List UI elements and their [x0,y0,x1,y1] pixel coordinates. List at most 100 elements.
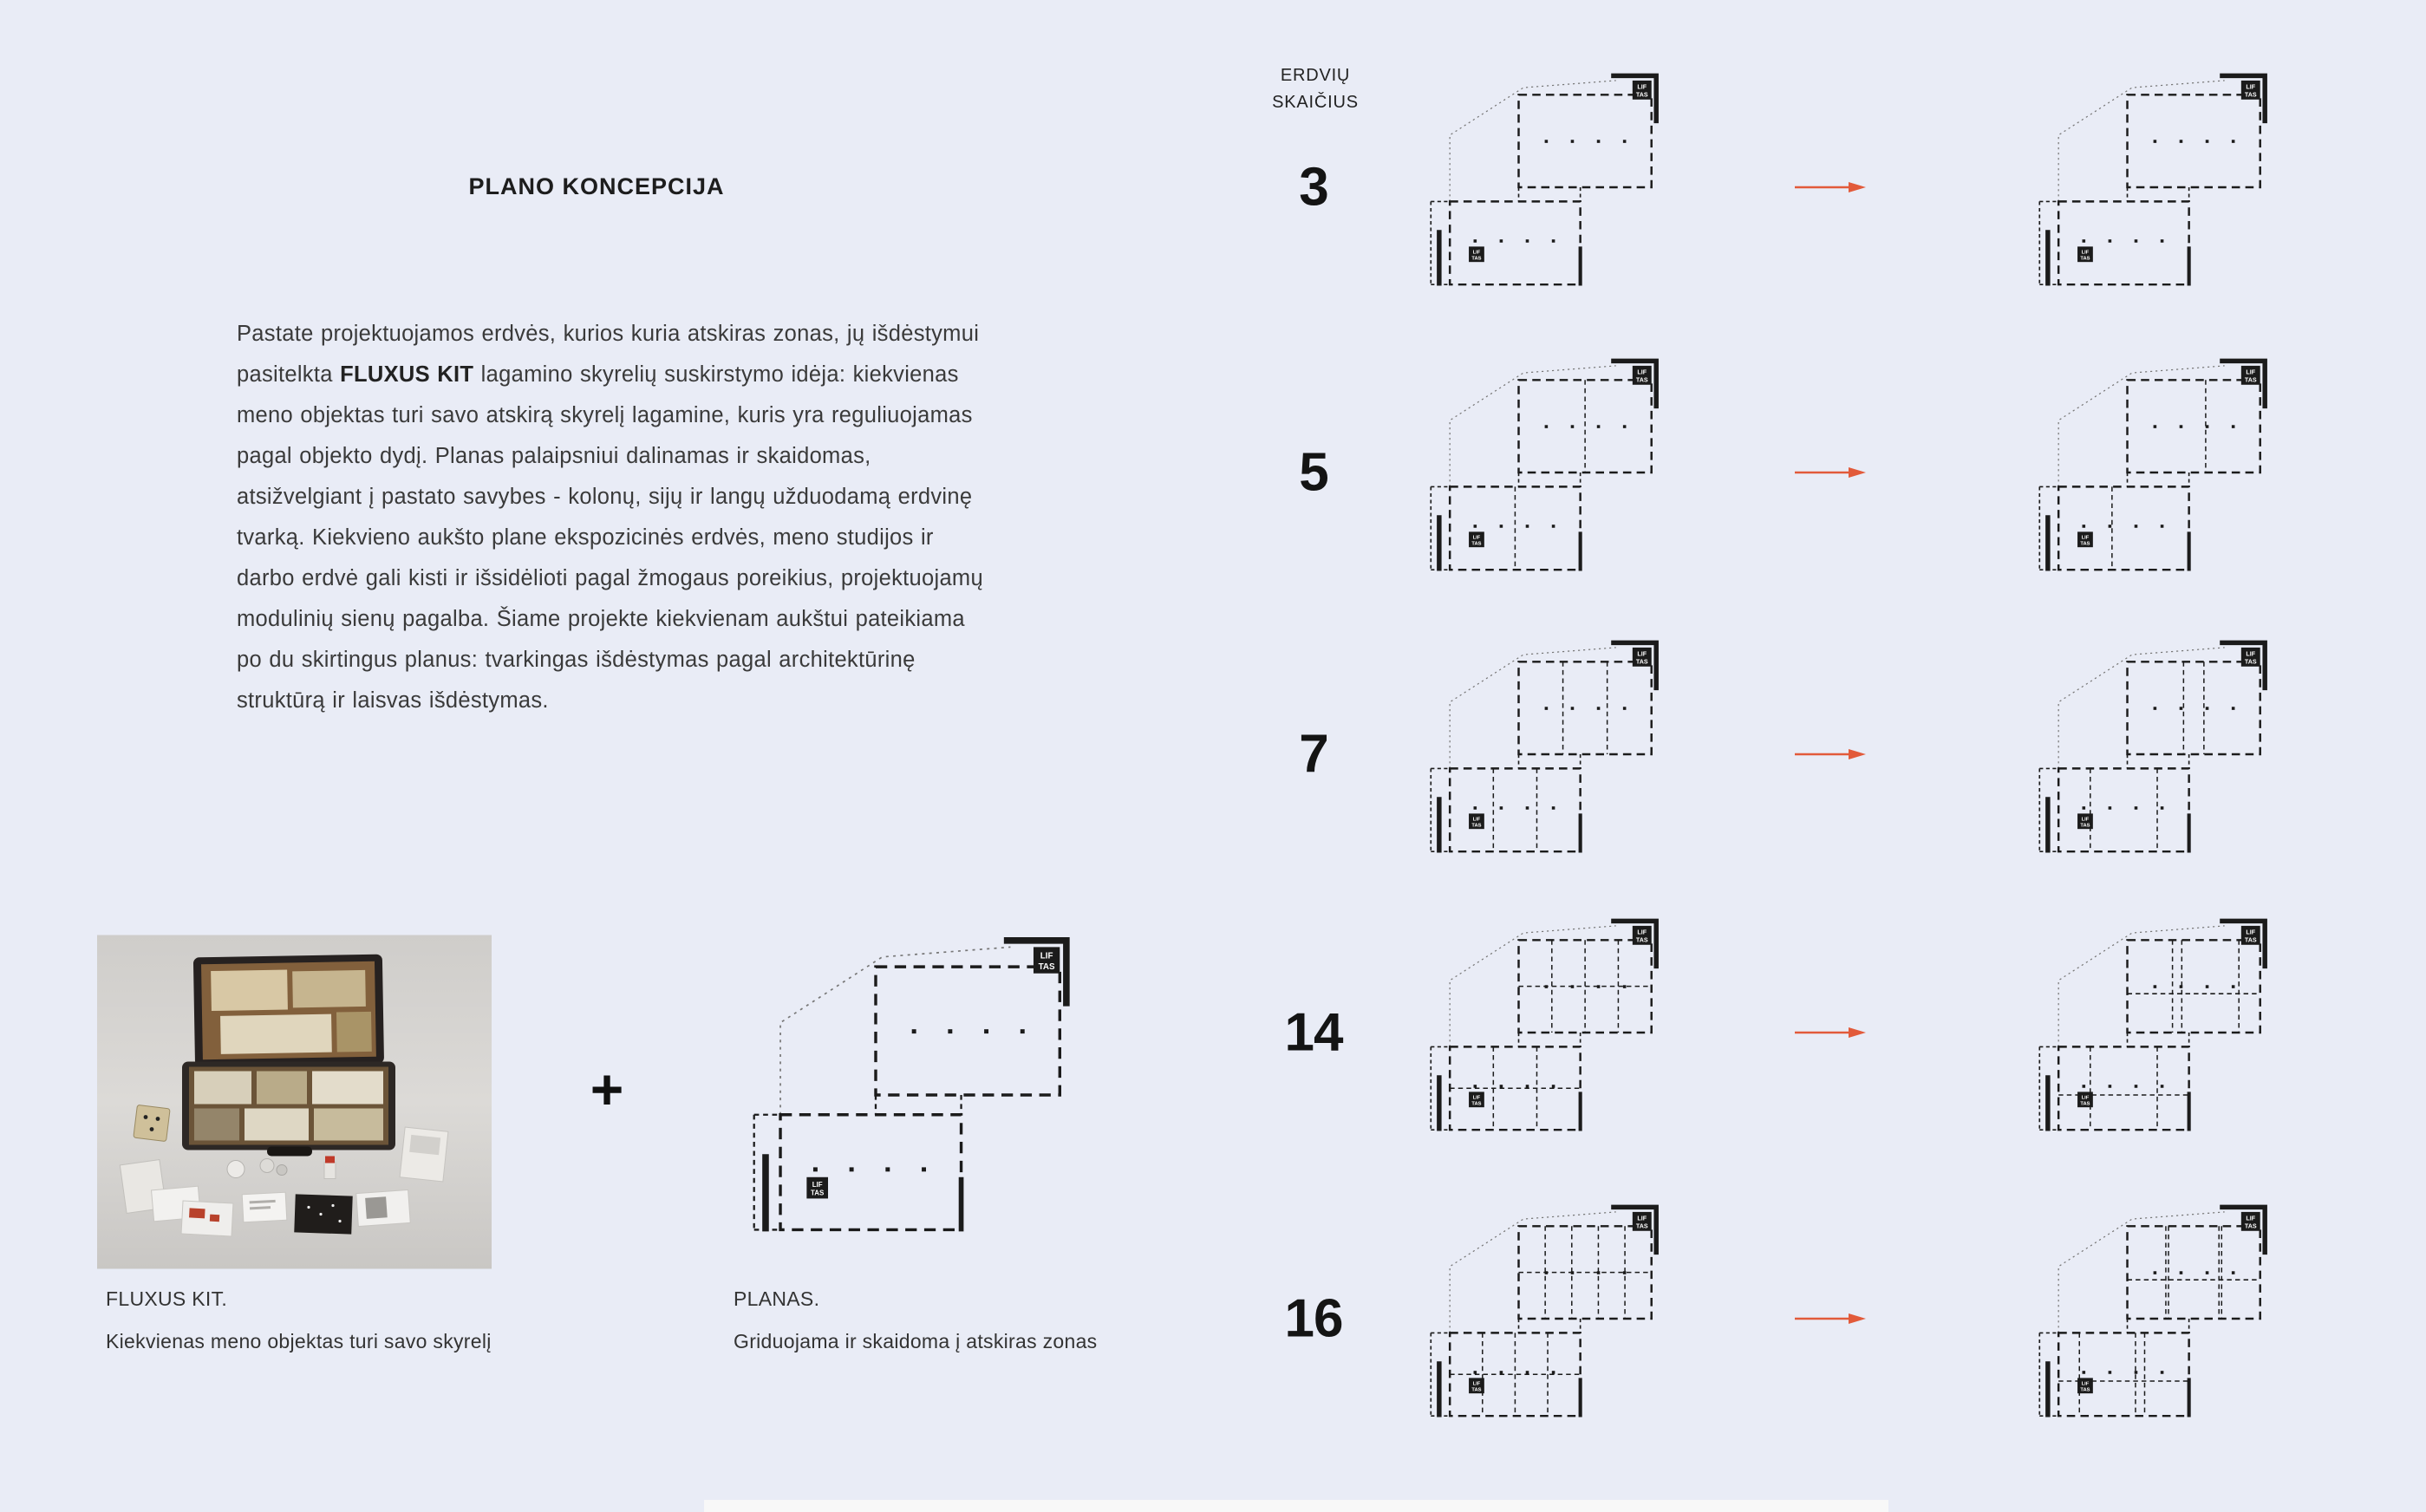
svg-text:TAS: TAS [2245,658,2257,665]
svg-text:LIF: LIF [2246,368,2255,375]
svg-text:TAS: TAS [1636,936,1648,943]
elevator-badge [1033,947,1060,974]
concept-paragraph: Pastate projektuojamos erdvės, kurios ku… [237,314,995,721]
svg-text:TAS: TAS [1636,658,1648,665]
svg-text:LIF: LIF [1473,536,1481,541]
svg-text:TAS: TAS [2245,936,2257,943]
elevator-badge [1632,80,1652,100]
elevator-badge [1632,647,1652,667]
svg-text:LIF: LIF [2082,818,2090,823]
elevator-badge [2077,246,2093,263]
space-count-label: 14 [1284,1002,1344,1063]
svg-text:TAS: TAS [1636,1222,1648,1229]
svg-text:TAS: TAS [2245,376,2257,383]
svg-text:LIF: LIF [1473,1382,1481,1387]
svg-text:LIF: LIF [2246,650,2255,657]
elevator-badge [2077,531,2093,548]
svg-text:LIF: LIF [1637,368,1647,375]
svg-text:TAS: TAS [2080,823,2090,828]
spaces-count-header-line1: ERDVIŲ [1280,66,1351,85]
spaces-count-header-line2: SKAIČIUS [1272,93,1359,112]
svg-text:TAS: TAS [1039,962,1055,972]
elevator-badge [2077,1092,2093,1108]
svg-text:TAS: TAS [2245,91,2257,98]
elevator-badge [1469,246,1484,263]
fluxus-kit-photo [97,935,492,1269]
svg-text:TAS: TAS [2080,1387,2090,1392]
arrow-right-icon [1795,746,1866,762]
svg-text:TAS: TAS [2080,256,2090,261]
spaces-count-header: ERDVIŲ SKAIČIUS [1237,62,1393,116]
space-count-label: 3 [1299,157,1328,218]
svg-text:LIF: LIF [2082,1382,2090,1387]
svg-text:LIF: LIF [2246,929,2255,935]
svg-text:TAS: TAS [2080,541,2090,546]
page-edge-strip [704,1500,1888,1512]
svg-text:LIF: LIF [1473,818,1481,823]
svg-text:TAS: TAS [2245,1222,2257,1229]
elevator-badge [2240,925,2260,945]
elevator-badge [1632,1211,1652,1231]
plan-caption-title: PLANAS. [734,1287,820,1310]
svg-text:TAS: TAS [1636,376,1648,383]
arrow-right-icon [1795,1025,1866,1040]
elevator-badge [2240,647,2260,667]
plan-caption: PLANAS. Griduojama ir skaidoma į atskira… [734,1278,1097,1363]
elevator-badge [2240,80,2260,100]
plan-caption-subtitle: Griduojama ir skaidoma į atskiras zonas [734,1330,1098,1352]
fluxus-kit-photo-illustration [97,935,492,1269]
page-title: PLANO KONCEPCIJA [468,173,725,199]
elevator-badge [1632,365,1652,385]
arrow-right-icon [1795,179,1866,195]
svg-text:LIF: LIF [1637,1215,1647,1222]
elevator-badge [2240,365,2260,385]
space-count-label: 5 [1299,442,1328,503]
svg-text:LIF: LIF [1637,650,1647,657]
svg-text:LIF: LIF [1473,251,1481,256]
svg-text:LIF: LIF [2246,83,2255,90]
fluxus-kit-emphasis: FLUXUS KIT [340,362,474,387]
space-count-label: 16 [1284,1288,1344,1349]
arrow-right-icon [1795,1311,1866,1326]
paragraph-text-before: Pastate projektuojamos erdvės, kurios ku… [237,322,980,387]
elevator-badge [1469,1378,1484,1394]
elevator-badge [1469,531,1484,548]
elevator-badge [1469,813,1484,830]
svg-text:LIF: LIF [1040,952,1053,961]
fluxus-caption-subtitle: Kiekvienas meno objektas turi savo skyre… [106,1330,492,1352]
elevator-badge [806,1176,829,1199]
svg-text:LIF: LIF [1637,83,1647,90]
elevator-badge [1469,1092,1484,1108]
svg-text:TAS: TAS [1636,91,1648,98]
paragraph-text-after: lagamino skyrelių suskirstymo idėja: kie… [237,362,983,713]
svg-text:LIF: LIF [812,1181,823,1189]
plus-sign: + [590,1057,624,1121]
svg-text:LIF: LIF [2082,1096,2090,1101]
svg-text:TAS: TAS [811,1189,824,1197]
svg-text:LIF: LIF [1473,1096,1481,1101]
svg-text:TAS: TAS [2080,1101,2090,1106]
svg-text:TAS: TAS [1471,1387,1481,1392]
svg-text:LIF: LIF [1637,929,1647,935]
svg-text:TAS: TAS [1471,541,1481,546]
fluxus-caption-title: FLUXUS KIT. [106,1287,228,1310]
svg-text:LIF: LIF [2082,536,2090,541]
elevator-badge [2240,1211,2260,1231]
svg-text:LIF: LIF [2246,1215,2255,1222]
